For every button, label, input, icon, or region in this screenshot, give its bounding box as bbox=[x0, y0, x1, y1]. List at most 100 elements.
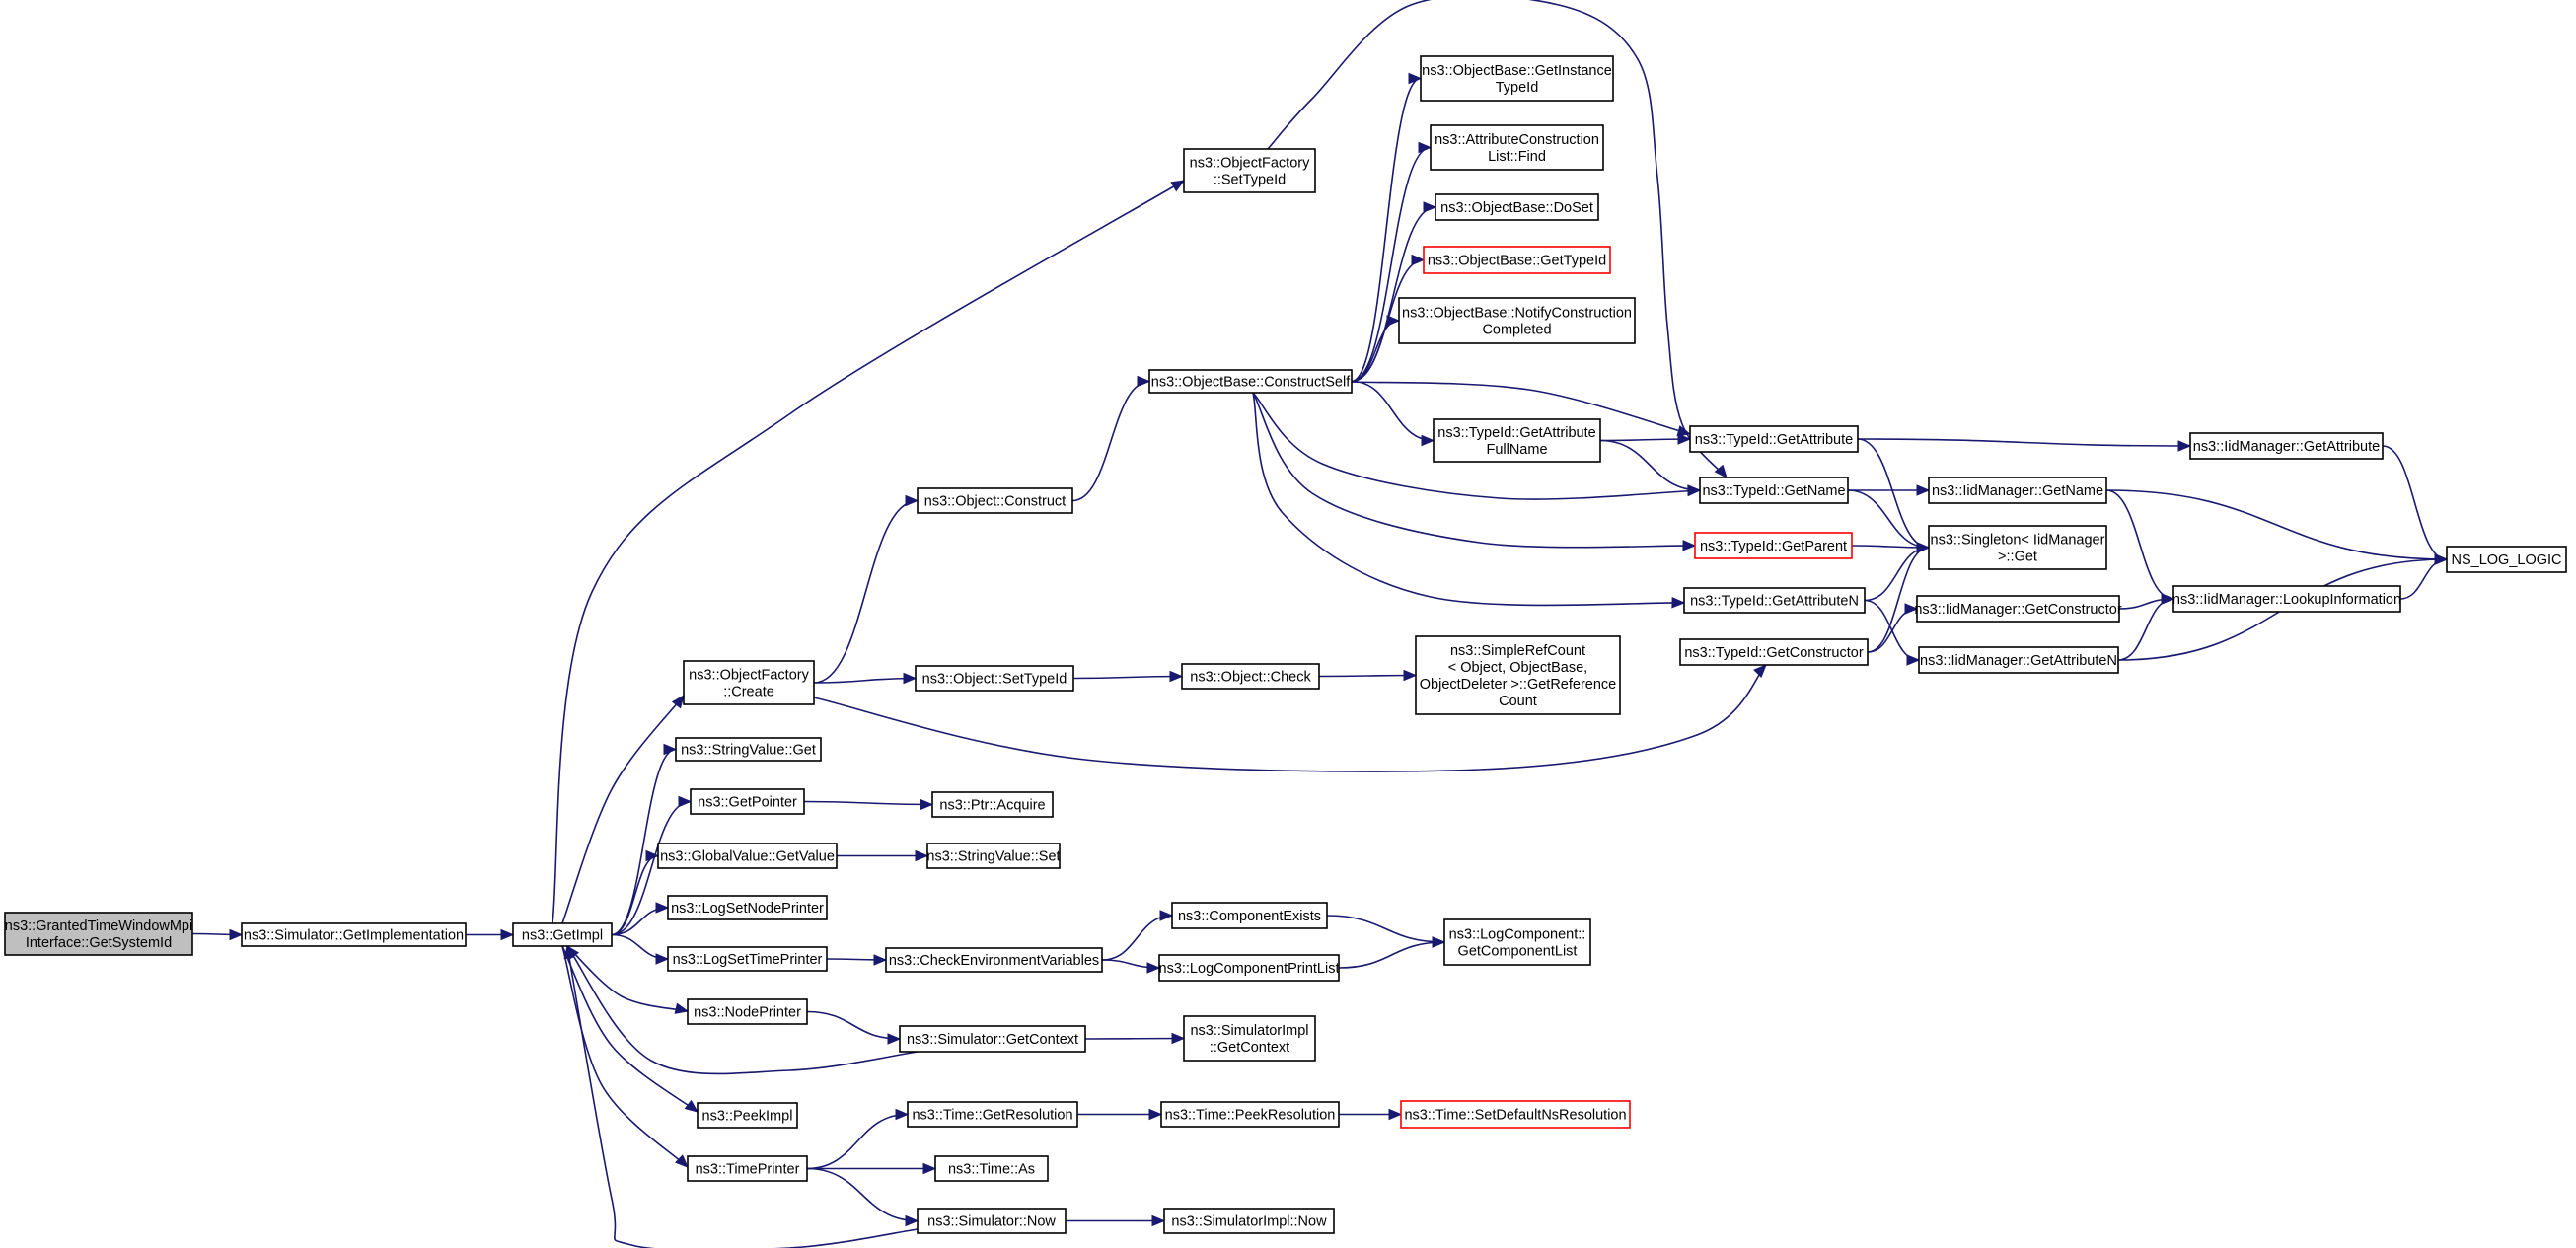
function-node-notifyConstructionCompleted[interactable]: ns3::ObjectBase::NotifyConstructionCompl… bbox=[1398, 297, 1636, 344]
function-node-typeIdGetAttributeN[interactable]: ns3::TypeId::GetAttributeN bbox=[1683, 587, 1866, 614]
function-node-timePrinter[interactable]: ns3::TimePrinter bbox=[687, 1155, 808, 1182]
function-node-root[interactable]: ns3::GrantedTimeWindowMpiInterface::GetS… bbox=[4, 912, 193, 956]
function-node-iidGetAttribute[interactable]: ns3::IidManager::GetAttribute bbox=[2189, 432, 2384, 460]
function-node-globalValueGetValue[interactable]: ns3::GlobalValue::GetValue bbox=[657, 843, 838, 869]
function-node-typeIdGetAttribute[interactable]: ns3::TypeId::GetAttribute bbox=[1689, 425, 1859, 453]
function-node-label: ns3::Object::SetTypeId bbox=[922, 672, 1067, 688]
arrowhead bbox=[903, 672, 918, 685]
call-edge-getAttributeFullName-to-typeIdGetAttribute bbox=[1599, 438, 1691, 442]
call-edge-typeIdGetAttributeN-to-singletonGet bbox=[1864, 547, 1930, 602]
arrowhead bbox=[1171, 1032, 1186, 1045]
function-node-label: ns3::IidManager::LookupInformation bbox=[2172, 592, 2401, 608]
function-node-label: TypeId bbox=[1496, 80, 1539, 96]
function-node-iidGetAttributeN[interactable]: ns3::IidManager::GetAttributeN bbox=[1918, 646, 2119, 674]
function-node-label: < Object, ObjectBase, bbox=[1448, 660, 1587, 676]
function-node-stringValueSet[interactable]: ns3::StringValue::Set bbox=[926, 843, 1061, 869]
function-node-timeAs[interactable]: ns3::Time::As bbox=[934, 1155, 1049, 1182]
function-node-objectCheck[interactable]: ns3::Object::Check bbox=[1181, 663, 1320, 690]
function-node-label: ns3::TypeId::GetAttribute bbox=[1437, 425, 1595, 441]
function-node-typeIdGetConstructor[interactable]: ns3::TypeId::GetConstructor bbox=[1679, 638, 1869, 666]
function-node-label: ::SetTypeId bbox=[1214, 173, 1286, 188]
arrowhead bbox=[895, 1108, 910, 1121]
function-node-label: ns3::SimpleRefCount bbox=[1450, 643, 1585, 659]
arrowhead bbox=[655, 902, 670, 914]
function-node-iidLookupInformation[interactable]: ns3::IidManager::LookupInformation bbox=[2172, 585, 2401, 613]
call-edge-timePrinter-to-timeGetResolution bbox=[806, 1113, 909, 1170]
function-node-ofSetTypeId[interactable]: ns3::ObjectFactory::SetTypeId bbox=[1183, 148, 1316, 193]
call-edge-timePrinter-to-simNow bbox=[806, 1167, 919, 1222]
call-edge-constructSelf-to-typeIdGetAttributeN bbox=[1252, 392, 1685, 607]
arrowhead bbox=[1408, 72, 1423, 85]
arrowhead bbox=[905, 494, 920, 507]
function-node-objectBaseGetTypeId[interactable]: ns3::ObjectBase::GetTypeId bbox=[1423, 246, 1611, 274]
function-node-iidGetName[interactable]: ns3::IidManager::GetName bbox=[1928, 477, 2107, 504]
function-node-objectConstruct[interactable]: ns3::Object::Construct bbox=[917, 487, 1073, 514]
function-node-timePeekResolution[interactable]: ns3::Time::PeekResolution bbox=[1160, 1101, 1340, 1128]
function-node-simImplGetContext[interactable]: ns3::SimulatorImpl::GetContext bbox=[1183, 1015, 1316, 1062]
function-node-label: GetComponentList bbox=[1458, 944, 1578, 960]
call-edge-simGetContext-to-getImpl bbox=[566, 945, 919, 1075]
function-node-iidGetConstructor[interactable]: ns3::IidManager::GetConstructor bbox=[1914, 595, 2122, 623]
function-node-setDefaultNsResolution[interactable]: ns3::Time::SetDefaultNsResolution bbox=[1400, 1100, 1631, 1129]
function-node-checkEnv[interactable]: ns3::CheckEnvironmentVariables bbox=[885, 947, 1103, 973]
function-node-label: NS_LOG_LOGIC bbox=[2451, 552, 2561, 568]
function-node-label: ns3::GrantedTimeWindowMpi bbox=[5, 918, 192, 934]
function-node-constructSelf[interactable]: ns3::ObjectBase::ConstructSelf bbox=[1148, 369, 1353, 394]
function-node-singletonGet[interactable]: ns3::Singleton< IidManager>::Get bbox=[1928, 525, 2107, 570]
call-edge-constructSelf-to-typeIdGetParent bbox=[1252, 392, 1696, 549]
arrowhead bbox=[563, 944, 575, 960]
function-node-simpleRefCount[interactable]: ns3::SimpleRefCount< Object, ObjectBase,… bbox=[1415, 635, 1621, 715]
function-node-label: ns3::Object::Check bbox=[1190, 670, 1311, 686]
function-node-componentExists[interactable]: ns3::ComponentExists bbox=[1171, 902, 1328, 929]
call-edge-objectConstruct-to-constructSelf bbox=[1071, 380, 1150, 502]
function-node-label: ns3::TypeId::GetConstructor bbox=[1684, 645, 1864, 661]
function-node-typeIdGetName[interactable]: ns3::TypeId::GetName bbox=[1699, 477, 1849, 504]
function-node-label: ns3::StringValue::Get bbox=[681, 743, 816, 759]
function-node-ofCreate[interactable]: ns3::ObjectFactory::Create bbox=[683, 660, 815, 705]
function-node-simGetContext[interactable]: ns3::Simulator::GetContext bbox=[899, 1025, 1086, 1053]
call-edge-getImpl-to-getPointer bbox=[611, 800, 692, 936]
function-node-nodePrinter[interactable]: ns3::NodePrinter bbox=[687, 998, 808, 1025]
function-node-getImpl[interactable]: ns3::GetImpl bbox=[512, 922, 613, 947]
function-node-simNow[interactable]: ns3::Simulator::Now bbox=[917, 1208, 1067, 1234]
call-edge-constructSelf-to-attrConstructionListFind bbox=[1351, 146, 1432, 383]
function-node-getPointer[interactable]: ns3::GetPointer bbox=[690, 788, 805, 815]
arrowhead bbox=[1411, 254, 1426, 266]
arrowhead bbox=[1714, 464, 1728, 478]
function-node-timeGetResolution[interactable]: ns3::Time::GetResolution bbox=[907, 1101, 1078, 1128]
arrowhead bbox=[887, 1033, 902, 1045]
call-edge-ofCreate-to-typeIdGetConstructor bbox=[813, 664, 1767, 772]
function-node-logSetNodePrinter[interactable]: ns3::LogSetNodePrinter bbox=[667, 895, 828, 920]
function-node-label: ns3::ObjectBase::GetInstance bbox=[1422, 63, 1612, 79]
call-edge-getImpl-to-timePrinter bbox=[561, 945, 689, 1168]
arrowhead bbox=[1677, 433, 1692, 445]
arrowhead bbox=[1671, 596, 1686, 609]
function-node-stringValueGet[interactable]: ns3::StringValue::Get bbox=[675, 737, 822, 762]
function-node-label: ns3::Simulator::GetContext bbox=[907, 1032, 1078, 1048]
function-node-getComponentList[interactable]: ns3::LogComponent::GetComponentList bbox=[1443, 918, 1591, 966]
function-node-label: ns3::IidManager::GetAttribute bbox=[2193, 439, 2380, 455]
function-node-getImplementation[interactable]: ns3::Simulator::GetImplementation bbox=[241, 922, 467, 947]
function-node-nsLogLogic[interactable]: NS_LOG_LOGIC bbox=[2446, 546, 2567, 573]
function-node-simImplNow[interactable]: ns3::SimulatorImpl::Now bbox=[1163, 1208, 1335, 1234]
function-node-logSetTimePrinter[interactable]: ns3::LogSetTimePrinter bbox=[667, 946, 828, 972]
function-node-ptrAcquire[interactable]: ns3::Ptr::Acquire bbox=[931, 791, 1054, 818]
function-node-label: ns3::SimulatorImpl bbox=[1190, 1023, 1308, 1039]
function-node-objectSetTypeId[interactable]: ns3::Object::SetTypeId bbox=[915, 665, 1074, 692]
function-node-typeIdGetParent[interactable]: ns3::TypeId::GetParent bbox=[1694, 532, 1853, 559]
arrowhead bbox=[1170, 180, 1186, 192]
call-edge-logComponentPrintList-to-getComponentList bbox=[1338, 941, 1445, 969]
function-node-label: ns3::TypeId::GetAttribute bbox=[1695, 432, 1853, 448]
function-node-doSet[interactable]: ns3::ObjectBase::DoSet bbox=[1435, 193, 1599, 221]
function-node-label: ns3::Simulator::GetImplementation bbox=[244, 928, 464, 944]
function-node-label: ns3::CheckEnvironmentVariables bbox=[889, 953, 1099, 969]
function-node-logComponentPrintList[interactable]: ns3::LogComponentPrintList bbox=[1158, 954, 1340, 982]
arrowhead bbox=[1687, 484, 1702, 496]
function-node-label: ns3::LogComponentPrintList bbox=[1159, 961, 1340, 977]
function-node-peekImpl[interactable]: ns3::PeekImpl bbox=[697, 1102, 798, 1129]
call-edge-nodePrinter-to-simGetContext bbox=[806, 1010, 901, 1040]
